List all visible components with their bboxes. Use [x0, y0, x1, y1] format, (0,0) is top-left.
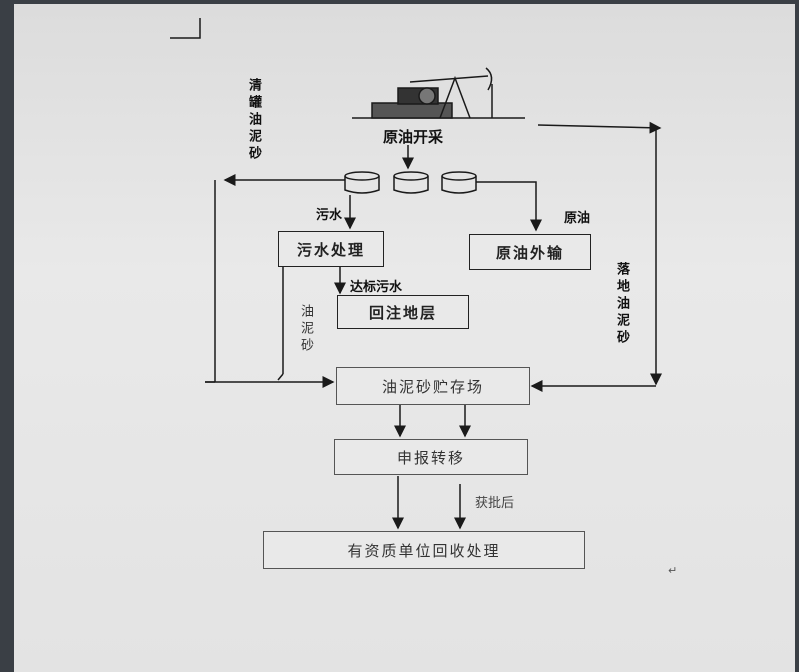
node-crude-export: 原油外输 [469, 234, 591, 270]
node-crude-extraction: 原油开采 [383, 128, 444, 146]
node-wastewater-treatment: 污水处理 [278, 231, 384, 267]
label-oil-sludge: 油泥砂 [298, 304, 313, 355]
corner-mark [170, 18, 201, 39]
label-tank-sludge: 清罐油泥砂 [246, 78, 261, 163]
label-after-approval: 获批后 [475, 496, 515, 511]
node-storage-yard: 油泥砂贮存场 [336, 367, 530, 405]
node-report-transfer: 申报转移 [334, 439, 528, 475]
return-mark: ↵ [668, 564, 677, 577]
label-ground-sludge: 落地油泥砂 [614, 262, 629, 347]
label-wastewater: 污水 [316, 208, 343, 223]
label-crude-oil: 原油 [564, 211, 591, 226]
label-treated-water: 达标污水 [350, 280, 403, 295]
node-reinjection: 回注地层 [337, 295, 469, 329]
pump-jack-icon [352, 67, 525, 119]
node-qualified-recycling: 有资质单位回收处理 [263, 531, 585, 569]
storage-tank-icons [344, 171, 477, 194]
